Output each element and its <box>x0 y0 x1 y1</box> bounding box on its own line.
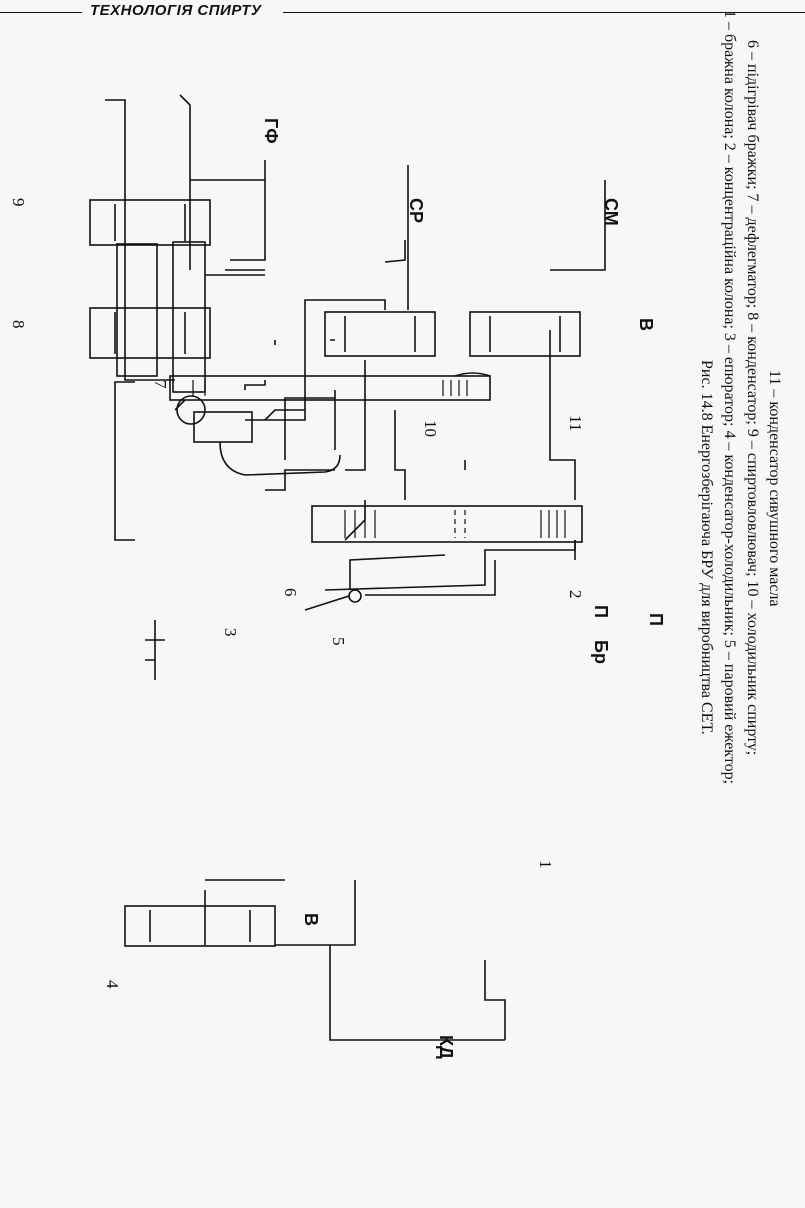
pipe-sr-separator <box>384 240 406 263</box>
unit-number-5: 5 <box>329 637 348 646</box>
stream-label-kd: КД <box>436 1035 456 1059</box>
pipe-col1-heat <box>114 381 135 541</box>
stream-label-sm: СМ <box>601 198 621 226</box>
pipe-kd-top <box>105 99 175 381</box>
unit-5-paroviy-ezhektor <box>348 589 362 603</box>
scheme-lines <box>89 94 606 1041</box>
unit-4-kondensator-kholodylnyk <box>124 905 276 947</box>
unit-number-8: 8 <box>9 320 28 329</box>
pipe-col2-top <box>394 410 406 500</box>
pipe-gf-outlet <box>230 160 266 261</box>
pipe-col2-fusel <box>549 330 576 500</box>
stream-label-br: Бр <box>591 640 611 664</box>
unit-number-10: 10 <box>421 420 440 437</box>
figure-caption-title: Рис. 14.8 Енергозберігаюча БРУ для вироб… <box>698 360 715 735</box>
unit-6-pidigrivach-brazhky <box>172 241 206 393</box>
pipe-dephlegmator-to-10 <box>245 299 386 421</box>
pipe-kd-bottom <box>329 945 505 1041</box>
header-rule-left <box>0 12 82 13</box>
unit-number-7: 7 <box>151 380 170 389</box>
unit-1-top-cap <box>454 372 491 377</box>
unit-number-9: 9 <box>9 198 28 207</box>
page-header: ТЕХНОЛОГІЯ СПИРТУ <box>0 0 805 30</box>
unit-9-spyrtovlovlyuvach <box>89 199 211 246</box>
unit-1-brazhna-kolona <box>169 375 491 401</box>
unit-7-deflegmator <box>116 243 158 377</box>
unit-11-kondensator-syvushnoho-masla <box>469 311 581 357</box>
stream-label-sr: СР <box>406 198 426 223</box>
pipe-gf-header <box>189 179 265 270</box>
stream-label-gf: ГФ <box>261 118 281 144</box>
figure-caption-line-1: 1 – бражна колона; 2 – концентраційна ко… <box>721 10 738 784</box>
pipe-kd-outlet <box>484 960 506 1040</box>
unit-number-3: 3 <box>221 628 240 637</box>
pipe-col1-bottom-steam <box>145 620 156 680</box>
pipe-kd-main <box>275 880 356 946</box>
unit-number-1: 1 <box>536 860 555 869</box>
pipe-col2-loop <box>265 469 335 491</box>
pipe-col2-feed <box>345 360 366 471</box>
unit-number-6: 6 <box>281 588 300 597</box>
unit-2-koncentraciyna-kolona <box>311 505 583 543</box>
figure-caption-line-3: 11 – конденсатор сивушного масла <box>766 370 783 607</box>
stream-label-p1: П <box>591 605 611 618</box>
unit-8-kondensator <box>89 307 211 359</box>
pipe-ejector-up <box>365 560 496 596</box>
pipe-condenser-links <box>205 269 265 276</box>
unit-number-11: 11 <box>566 415 585 431</box>
unit-3-separator <box>176 395 206 425</box>
pipe-col1-epurator <box>244 380 266 390</box>
pipe-gf-inlet <box>179 94 191 180</box>
unit-number-4: 4 <box>103 980 122 989</box>
header-rule-right <box>283 12 805 13</box>
running-header: ТЕХНОЛОГІЯ СПИРТУ <box>90 2 262 19</box>
pipe-col1-loop <box>284 397 335 460</box>
stream-label-v1: В <box>636 318 656 331</box>
pipe-ejector-feed <box>349 554 446 590</box>
pipe-col2-detail <box>344 500 366 541</box>
figure-caption-line-2: 6 – підігрівач бражки; 7 – дефлегматор; … <box>744 40 761 755</box>
pipe-misc <box>274 339 335 345</box>
unit-number-2: 2 <box>566 590 585 599</box>
rotated-figure: ГФ СР СМ КД П П В В Бр 1 2 3 4 5 6 7 8 9… <box>9 10 783 1059</box>
pipe-col2-bottom <box>324 540 576 591</box>
pipe-sm-outlet <box>550 180 606 271</box>
unit-10-kholodylnyk-spyrtu <box>324 311 436 357</box>
stream-label-p2: П <box>646 613 666 626</box>
unit-3-epurator <box>193 411 253 443</box>
stream-label-v2: В <box>301 913 321 926</box>
pipe-epurator-feed <box>264 409 305 421</box>
